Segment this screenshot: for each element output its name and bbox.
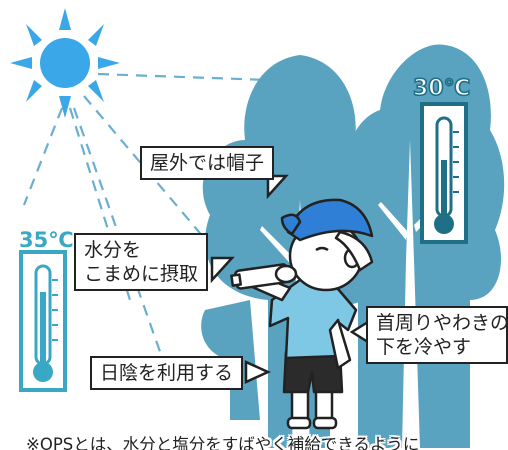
label-cooling-line1: 首周りやわきの [376,312,508,334]
label-water: 水分を こまめに摂取 [74,233,209,291]
temperature-shade-side: 30℃ [412,75,471,102]
callout-pointers [210,174,370,384]
sun-icon [10,8,120,118]
label-hat: 屋外では帽子 [140,146,275,180]
child-drinking-figure [230,198,374,430]
label-water-line2: こまめに摂取 [84,263,199,285]
label-cooling-line2: 下を冷やす [376,336,472,358]
label-cooling: 首周りやわきの 下を冷やす [366,306,508,364]
footer-note: ※OPSとは、水分と塩分をすばやく補給できるように [26,435,420,450]
thermometer-cool [420,102,468,244]
thermometer-hot [19,250,67,392]
label-water-line1: 水分を [84,239,142,261]
temperature-sun-side: 35℃ [19,228,74,252]
label-shade: 日陰を利用する [90,356,244,390]
